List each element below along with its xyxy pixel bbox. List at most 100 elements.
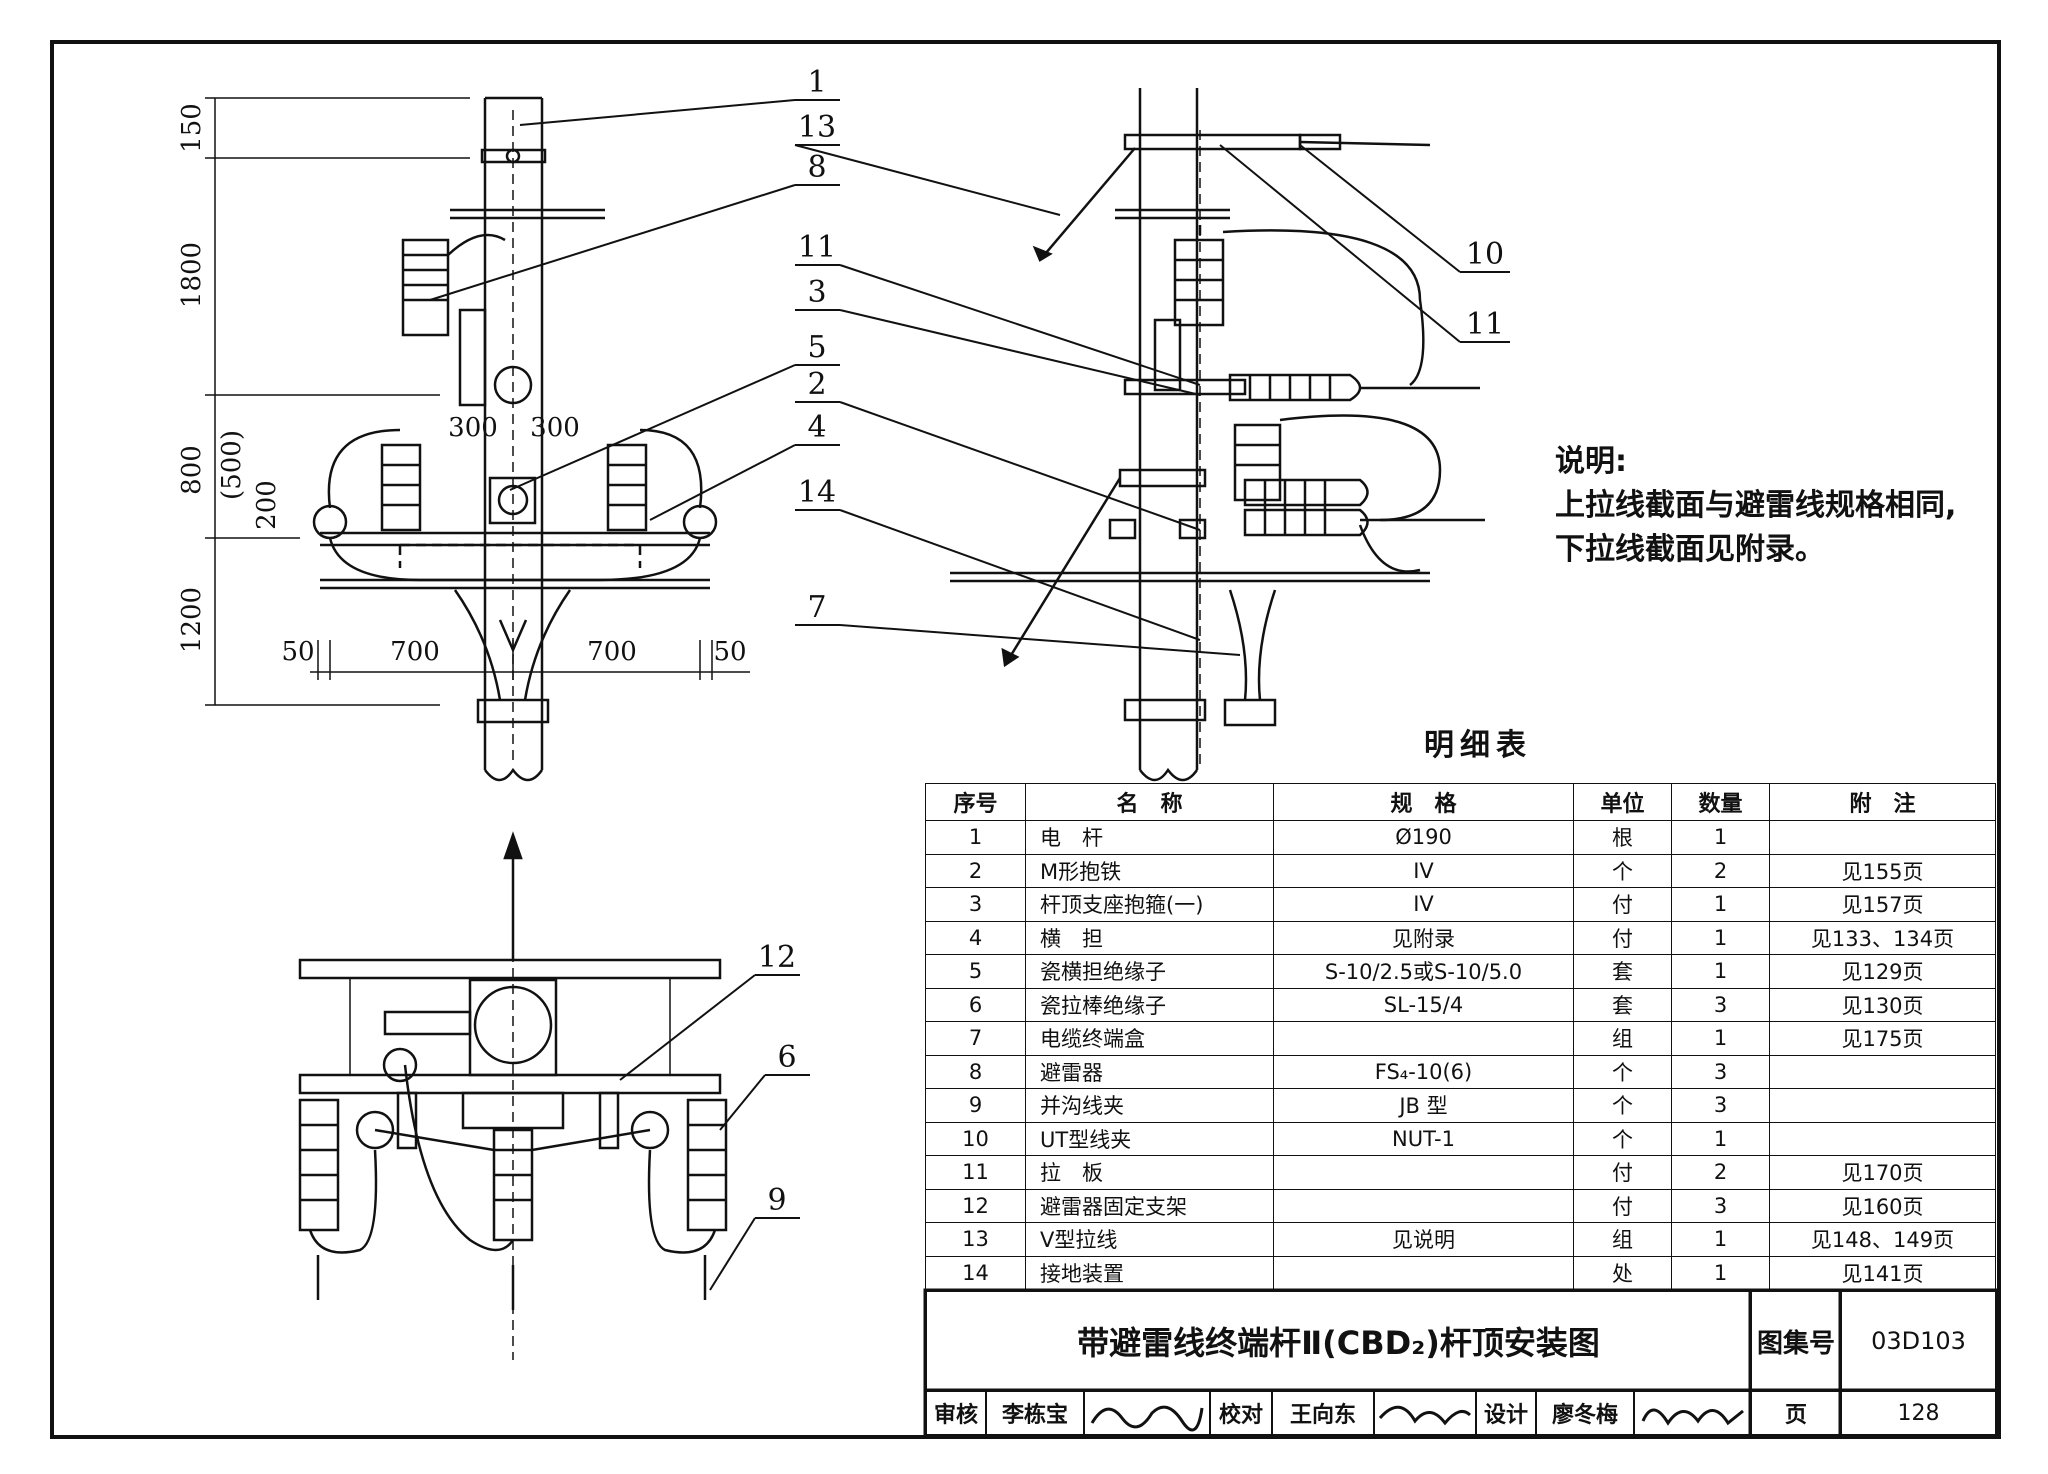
bom-cell (1273, 1021, 1574, 1056)
notes-line-2: 下拉线截面见附录。 (1555, 532, 1825, 567)
bom-cell: 10 (925, 1121, 1026, 1156)
atlas-label: 图集号 (1756, 1328, 1835, 1359)
bom-cell: 见155页 (1769, 853, 1996, 888)
bom-cell: 1 (925, 820, 1026, 855)
atlas-number: 03D103 (1871, 1327, 1966, 1355)
bom-cell: 付 (1573, 887, 1672, 922)
dim-300-left: 300 (448, 413, 498, 443)
bom-header-cell: 数量 (1671, 783, 1770, 821)
bom-cell: 套 (1573, 954, 1672, 989)
plan-view (298, 831, 728, 1360)
bom-cell: 7 (925, 1021, 1026, 1056)
bom-cell: 付 (1573, 1155, 1672, 1190)
bom-cell (1273, 1155, 1574, 1190)
dim-700-left: 700 (390, 637, 440, 667)
bom-cell: 4 (925, 920, 1026, 955)
dim-500: (500) (217, 430, 247, 500)
bom-cell: 见141页 (1769, 1255, 1996, 1290)
bom-cell: 见附录 (1273, 920, 1574, 955)
bom-cell: 1 (1671, 1222, 1770, 1257)
bom-cell (1769, 1054, 1996, 1089)
bom-cell: 避雷器 (1025, 1054, 1274, 1089)
bom-cell: 见157页 (1769, 887, 1996, 922)
bom-cell (1769, 1088, 1996, 1123)
callout-10: 10 (1466, 237, 1504, 272)
bom-cell: 3 (1671, 1088, 1770, 1123)
bom-cell: 电 杆 (1025, 820, 1274, 855)
callout-numbers: 1 13 8 11 3 5 2 4 14 7 10 11 12 6 9 (758, 65, 1504, 1218)
dim-200: 200 (252, 480, 282, 530)
bom-cell: 8 (925, 1054, 1026, 1089)
bom-cell: 见148、149页 (1769, 1222, 1996, 1257)
callout-14: 14 (798, 475, 836, 510)
callout-8: 8 (807, 150, 826, 185)
front-dimensions: 150 1800 800 (500) 200 1200 300 300 50 7… (177, 103, 747, 667)
bom-cell (1273, 1255, 1574, 1290)
bom-cell: 个 (1573, 1054, 1672, 1089)
bom-cell: 个 (1573, 853, 1672, 888)
bom-cell: IV (1273, 853, 1574, 888)
callout-13: 13 (798, 110, 836, 145)
design-label: 设计 (1483, 1403, 1528, 1428)
checker-name: 王向东 (1289, 1403, 1356, 1428)
callout-5: 5 (807, 330, 826, 365)
bom-cell: 见说明 (1273, 1222, 1574, 1257)
notes-heading: 说明: (1555, 444, 1627, 479)
bom-title: 明细表 (1424, 728, 1532, 763)
bom-header-cell: 单位 (1573, 783, 1672, 821)
bom-cell: JB 型 (1273, 1088, 1574, 1123)
checker-cell: 王向东 (1271, 1390, 1375, 1436)
bom-cell: 并沟线夹 (1025, 1088, 1274, 1123)
bom-cell: 见129页 (1769, 954, 1996, 989)
bom-cell: 13 (925, 1222, 1026, 1257)
drawing-title: 带避雷线终端杆Ⅱ(CBD₂)杆顶安装图 (1077, 1324, 1600, 1362)
side-elevation-view (950, 88, 1485, 782)
review-label: 审核 (933, 1403, 978, 1428)
callout-6: 6 (777, 1040, 796, 1075)
drawing-title-cell: 带避雷线终端杆Ⅱ(CBD₂)杆顶安装图 (925, 1290, 1752, 1392)
callout-11-side: 11 (1466, 307, 1504, 342)
bom-cell: 1 (1671, 887, 1770, 922)
reviewer-cell: 李栋宝 (985, 1390, 1085, 1436)
bom-cell: 2 (925, 853, 1026, 888)
reviewer-signature-mark (1090, 1405, 1204, 1432)
bom-cell: 电缆终端盒 (1025, 1021, 1274, 1056)
notes-line-1: 上拉线截面与避雷线规格相同, (1555, 488, 1957, 523)
bom-cell: 见170页 (1769, 1155, 1996, 1190)
callout-11: 11 (798, 230, 836, 265)
bom-cell: 付 (1573, 1188, 1672, 1223)
bom-cell: 接地装置 (1025, 1255, 1274, 1290)
review-label-cell: 审核 (925, 1390, 987, 1436)
bom-cell: SL-15/4 (1273, 987, 1574, 1022)
dim-1800: 1800 (177, 242, 207, 308)
reviewer-signature (1083, 1390, 1211, 1436)
dim-300-right: 300 (530, 413, 580, 443)
bom-cell: 2 (1671, 1155, 1770, 1190)
check-label: 校对 (1218, 1403, 1263, 1428)
bom-cell: 2 (1671, 853, 1770, 888)
bom-cell: 组 (1573, 1222, 1672, 1257)
bom-cell: 9 (925, 1088, 1026, 1123)
bom-cell (1769, 1121, 1996, 1156)
bom-cell: 套 (1573, 987, 1672, 1022)
bom-header-cell: 名 称 (1025, 783, 1274, 821)
bom-cell: 3 (1671, 1188, 1770, 1223)
bom-cell: 1 (1671, 1121, 1770, 1156)
bom-header-row: 序号 名 称 规 格 单位 数量 附 注 (925, 783, 1996, 821)
bom-cell: 5 (925, 954, 1026, 989)
bom-cell: 1 (1671, 820, 1770, 855)
bom-cell: 组 (1573, 1021, 1672, 1056)
dim-50-left: 50 (281, 637, 314, 667)
